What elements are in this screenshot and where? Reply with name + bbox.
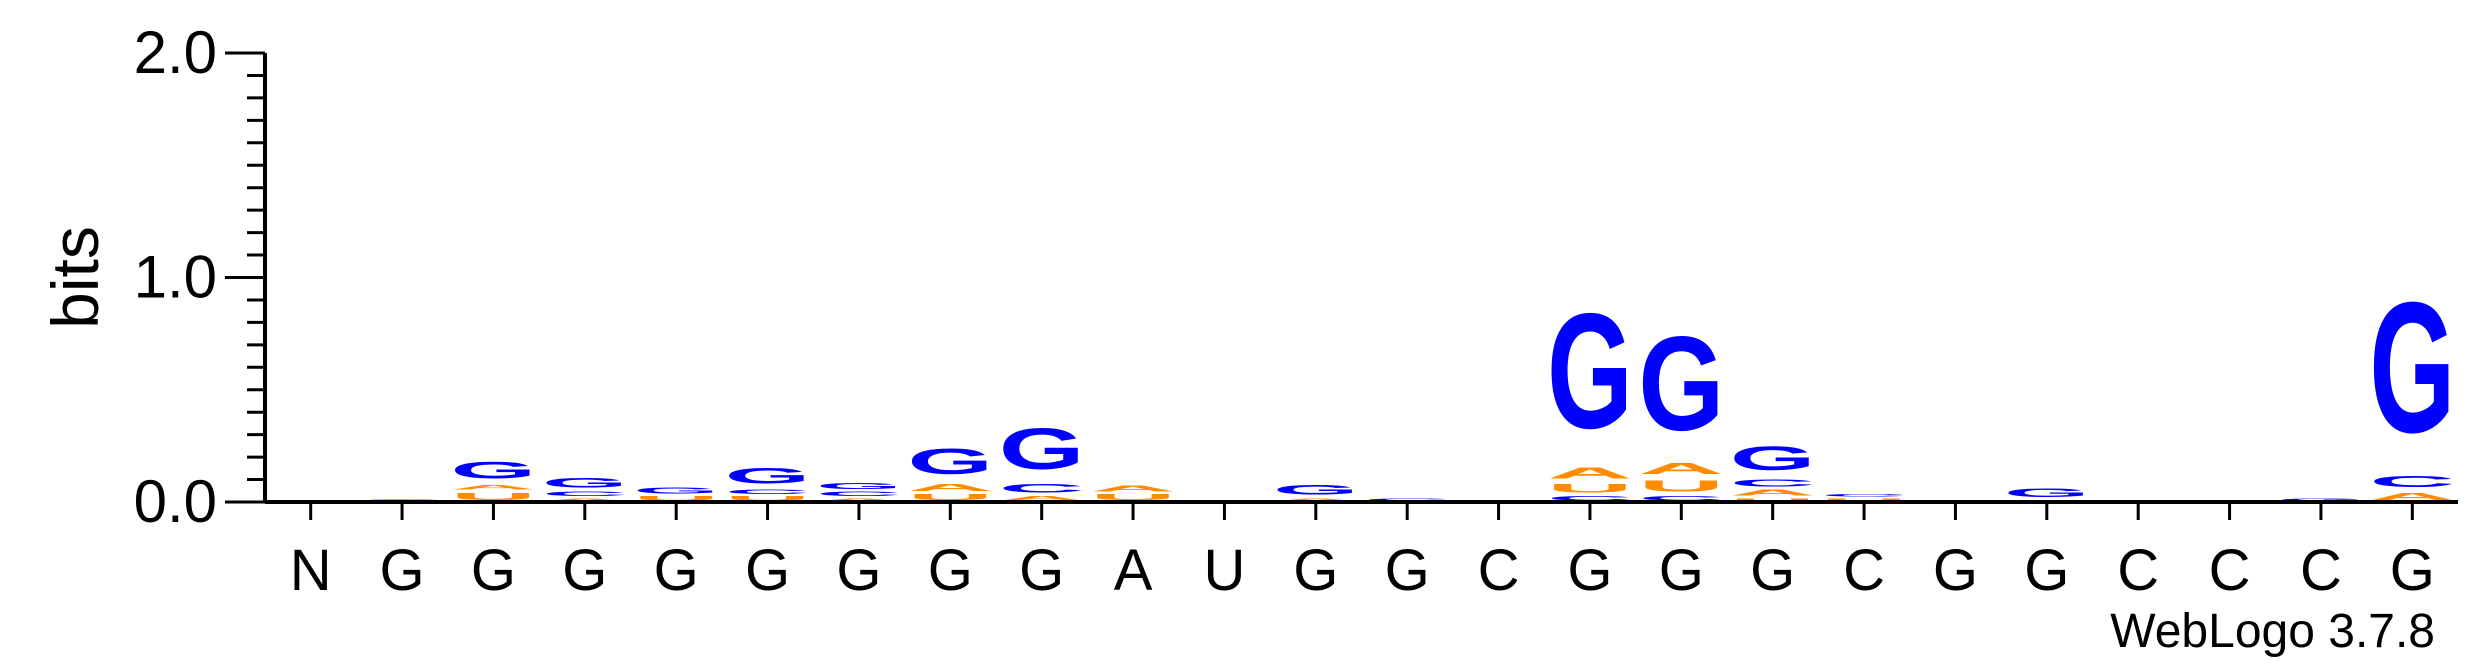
logo-letter-A: A [2369, 491, 2455, 502]
logo-letter-A: A [542, 497, 628, 501]
logo-letter-U: U [1730, 497, 1816, 501]
logo-letter-G: G [907, 442, 993, 482]
logo-letter-C: C [816, 491, 902, 498]
logo-letter-G: G [1638, 310, 1724, 460]
y-tick-label: 2.0 [134, 19, 217, 86]
logo-letter-G: G [816, 482, 902, 491]
logo-letter-U: U [1821, 497, 1907, 501]
letter-stacks: GUAGACGUGUCGACGUAGACGUAAGCCUAGCUAGUACGUC… [359, 264, 2455, 502]
logo-letter-G: G [2004, 486, 2090, 499]
x-tick-label: G [471, 538, 516, 603]
logo-letter-C: C [999, 482, 1085, 496]
logo-letter-C: C [1638, 495, 1724, 502]
x-tick-label: C [1478, 538, 1520, 603]
logo-letter-C: C [542, 491, 628, 498]
logo-letter-G: G [1730, 439, 1816, 477]
logo-letter-U: U [725, 495, 811, 502]
logo-letter-A: A [1273, 497, 1359, 501]
x-tick-label: G [745, 538, 790, 603]
logo-letter-U: U [633, 495, 719, 502]
logo-letter-U: U [1638, 477, 1724, 495]
weblogo-credit: WebLogo 3.7.8 [2110, 605, 2435, 658]
logo-letter-C: C [725, 489, 811, 496]
logo-letter-G: G [542, 475, 628, 491]
logo-letter-C: C [1547, 495, 1633, 502]
logo-letter-G: G [1273, 482, 1359, 498]
logo-letter-G: G [725, 464, 811, 489]
logo-letter-A: A [999, 495, 1085, 502]
logo-letter-A: A [1090, 484, 1176, 493]
logo-letter-C: C [1821, 493, 1907, 497]
logo-letter-G: G [999, 416, 1085, 481]
logo-letter-A: A [450, 484, 536, 491]
x-tick-label: G [2390, 538, 2435, 603]
y-axis-label: bits [38, 226, 112, 329]
logo-letter-A: A [1638, 459, 1724, 477]
x-tick-label: G [1385, 538, 1430, 603]
x-tick-label: G [654, 538, 699, 603]
logo-letter-A: A [1547, 464, 1633, 482]
x-tick-label: U [1203, 538, 1245, 603]
logo-letter-U: U [1547, 482, 1633, 496]
x-tick-label: G [1019, 538, 1064, 603]
x-tick-label: G [562, 538, 607, 603]
logo-letter-C: C [2369, 473, 2455, 491]
x-tick-label: G [1659, 538, 1704, 603]
logo-letter-G: G [450, 457, 536, 484]
logo-letter-A: A [816, 497, 902, 501]
x-tick-label: G [928, 538, 973, 603]
logo-letter-A: A [1730, 489, 1816, 498]
x-tick-label: G [1567, 538, 1612, 603]
logo-letter-G: G [633, 486, 719, 495]
logo-letter-C: C [1364, 497, 1450, 501]
x-tick-label: C [2117, 538, 2159, 603]
x-tick-label: C [2209, 538, 2251, 603]
y-tick-label: 1.0 [134, 244, 217, 311]
x-tick-label: N [290, 538, 332, 603]
logo-letter-U: U [1090, 493, 1176, 502]
logo-letter-G: G [1547, 279, 1633, 463]
x-tick-label: G [2024, 538, 2069, 603]
x-tick-label: G [380, 538, 425, 603]
logo-letter-U: U [450, 491, 536, 502]
logo-letter-G: G [2369, 264, 2455, 472]
logo-letter-G: G [2278, 497, 2364, 502]
x-tick-label: C [1843, 538, 1885, 603]
x-tick-label: G [1933, 538, 1978, 603]
x-tick-label: A [1114, 538, 1153, 603]
x-tick-label: G [1293, 538, 1338, 603]
logo-letter-U: U [907, 493, 993, 502]
y-tick-label: 0.0 [134, 468, 217, 535]
logo-letter-C: C [1730, 477, 1816, 488]
x-tick-label: G [1750, 538, 1795, 603]
logo-letter-A: A [907, 482, 993, 493]
x-tick-label: G [836, 538, 881, 603]
x-tick-label: C [2300, 538, 2342, 603]
